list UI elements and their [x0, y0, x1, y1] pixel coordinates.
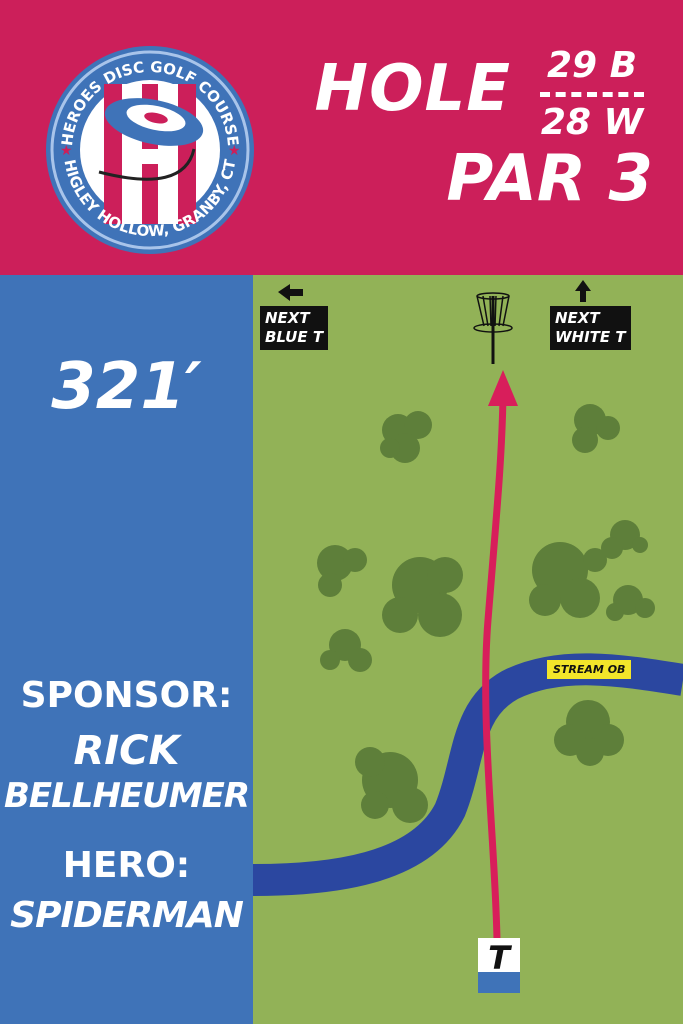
next-blue-tee-sign: NEXT BLUE T — [260, 306, 329, 350]
hero-name: SPIDERMAN — [10, 895, 244, 936]
hole-distance: 321′ — [51, 350, 202, 424]
hole-number-white: 28 W — [540, 102, 644, 143]
basket-icon — [473, 292, 513, 364]
tee-color-bar — [478, 972, 520, 993]
arrow-left-icon — [278, 284, 303, 301]
hole-number: 29 B 28 W — [532, 44, 652, 145]
tree-icon — [317, 545, 367, 597]
tree-icon — [572, 404, 620, 453]
hero-label: HERO: — [62, 845, 191, 886]
tree-icon — [606, 585, 655, 621]
tree-icon — [355, 747, 428, 823]
tree-icon — [380, 411, 432, 463]
svg-text:★: ★ — [60, 143, 73, 159]
stream — [252, 653, 683, 896]
sponsor-name-last: BELLHEUMER — [4, 776, 250, 816]
tree-icon — [554, 700, 624, 766]
sign-line: NEXT — [555, 309, 600, 327]
next-white-tee-sign: NEXT WHITE T — [550, 306, 631, 350]
hole-map — [253, 275, 683, 1024]
flight-path — [482, 394, 507, 941]
sponsor-name-first: RICK — [73, 728, 180, 774]
tree-icon — [320, 629, 372, 672]
fraction-divider — [540, 92, 644, 97]
arrowhead-icon — [488, 370, 518, 406]
par-label: PAR 3 — [446, 142, 653, 216]
sign-line: NEXT — [265, 309, 310, 327]
tee-box: T — [478, 938, 520, 993]
tree-icon — [601, 520, 648, 559]
tree-icon — [382, 557, 463, 637]
info-panel — [0, 275, 253, 1024]
svg-text:★: ★ — [228, 143, 241, 159]
stream-ob-label: STREAM OB — [547, 660, 632, 679]
arrow-up-icon — [575, 280, 591, 302]
tree-icon — [529, 542, 607, 618]
sponsor-label: SPONSOR: — [20, 675, 233, 716]
hole-number-blue: 29 B — [546, 45, 638, 86]
hole-label: HOLE — [314, 52, 511, 126]
course-logo: HEROES DISC GOLF COURSE HIGLEY HOLLOW, G… — [46, 46, 254, 254]
sign-line: WHITE T — [555, 328, 626, 346]
sign-line: BLUE T — [265, 328, 324, 346]
tee-label: T — [478, 938, 520, 977]
